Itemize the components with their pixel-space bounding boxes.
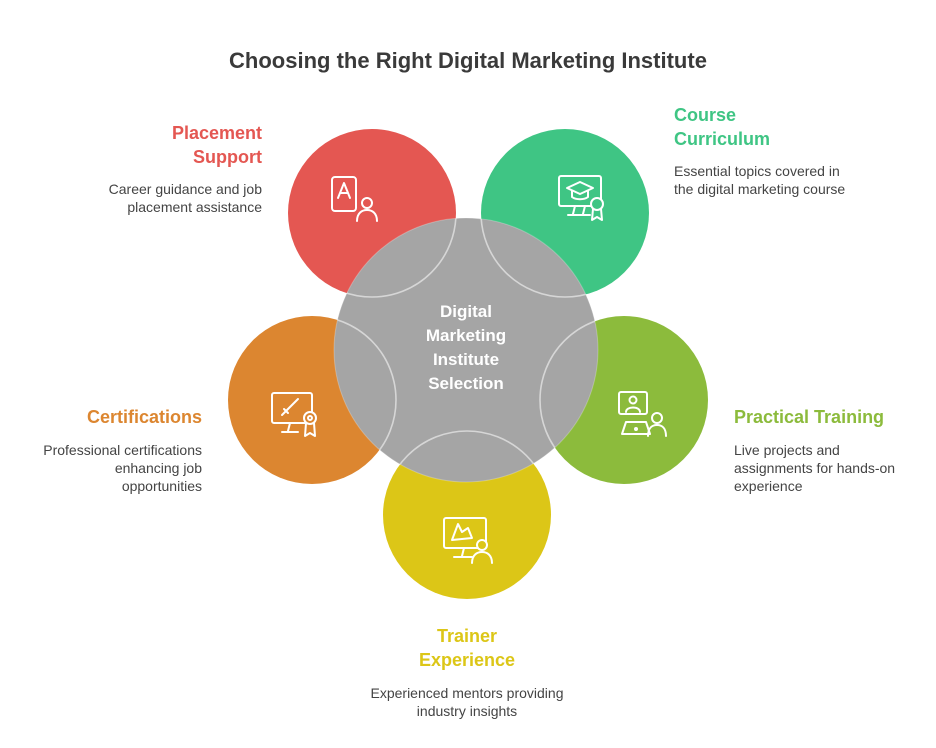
curriculum-heading: Course Curriculum	[674, 105, 771, 149]
trainer-heading: Trainer Experience	[418, 626, 516, 670]
certifications-heading: Certifications	[86, 407, 202, 427]
laptop-person-icon	[618, 391, 667, 437]
placement-description: Career guidance and job placement assist…	[108, 181, 262, 215]
monitor-graduation-cap-icon	[558, 175, 604, 221]
curriculum-description: Essential topics covered in the digital …	[674, 163, 846, 197]
document-person-icon	[331, 176, 378, 222]
center-circle	[334, 218, 598, 482]
practical-heading: Practical Training	[734, 407, 885, 427]
monitor-certificate-icon	[271, 392, 317, 437]
certifications-overlap-outline	[334, 315, 397, 482]
trainer-description: Experienced mentors providing industry i…	[370, 685, 564, 719]
presentation-person-icon	[443, 517, 493, 564]
placement-overlap-outline	[334, 218, 457, 298]
practical-description: Live projects and assignments for hands-…	[734, 442, 896, 494]
placement-heading: Placement Support	[171, 123, 262, 167]
center-label: Digital Marketing Institute Selection	[425, 302, 507, 393]
curriculum-overlap-outline	[480, 218, 598, 298]
trainer-overlap-outline	[382, 430, 552, 482]
diagram-title: Choosing the Right Digital Marketing Ins…	[229, 48, 707, 73]
certifications-description: Professional certifications enhancing jo…	[43, 442, 202, 494]
practical-overlap-outline	[539, 315, 598, 482]
